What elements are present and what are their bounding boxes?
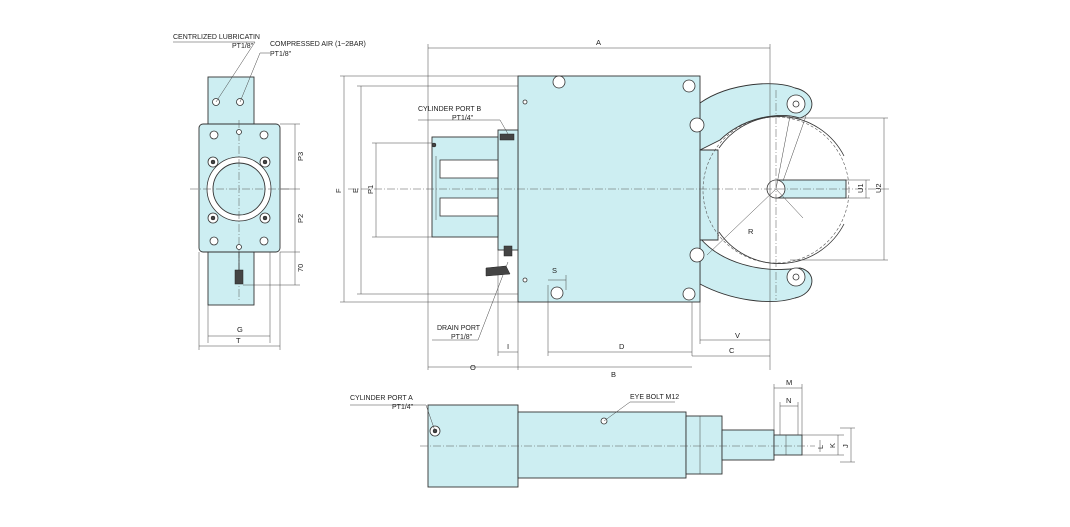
side-view <box>173 41 300 350</box>
upper-jaw <box>699 83 813 151</box>
dim-P3: P3 <box>296 152 305 161</box>
label-port-a-thread: PT1/4" <box>392 404 414 411</box>
dimension-labels: A B C D V O I S R G T M N F E P1 P3 P2 7… <box>236 38 883 449</box>
dim-A: A <box>596 38 601 47</box>
label-lubrication-thread: PT1/8" <box>232 43 254 50</box>
label-lubrication-title: CENTRLIZED LUBRICATIN <box>173 34 260 41</box>
annotation-labels: CENTRLIZED LUBRICATIN PT1/8" COMPRESSED … <box>173 34 679 411</box>
dim-G: G <box>237 325 243 334</box>
dim-J: J <box>841 444 850 448</box>
dim-T: T <box>236 336 241 345</box>
dim-P1: P1 <box>366 185 375 194</box>
dim-S: S <box>552 266 557 275</box>
label-drain-thread: PT1/8" <box>451 334 473 341</box>
bottom-view <box>350 384 855 488</box>
dim-D: D <box>619 342 625 351</box>
dim-U1: U1 <box>856 183 865 193</box>
label-port-b-thread: PT1/4" <box>452 115 474 122</box>
dim-O: O <box>470 363 476 372</box>
dim-F: F <box>334 188 343 193</box>
dim-70: 70 <box>296 264 305 272</box>
cylinder-flange <box>497 129 519 251</box>
dim-K: K <box>828 443 837 448</box>
front-view <box>340 44 890 370</box>
label-eye-bolt: EYE BOLT M12 <box>630 394 679 401</box>
label-port-a-title: CYLINDER PORT A <box>350 395 413 402</box>
dim-V: V <box>735 331 740 340</box>
label-drain-title: DRAIN PORT <box>437 325 481 332</box>
label-air-title: COMPRESSED AIR (1~2BAR) <box>270 41 366 48</box>
drain-fitting <box>234 269 244 285</box>
dim-M: M <box>786 378 792 387</box>
dim-I: I <box>507 342 509 351</box>
lower-jaw <box>699 236 813 302</box>
label-air-thread: PT1/8" <box>270 51 292 58</box>
dim-R: R <box>748 227 754 236</box>
label-port-b-title: CYLINDER PORT B <box>418 106 481 113</box>
cylinder-barrel <box>431 136 499 238</box>
dim-B: B <box>611 370 616 379</box>
cylinder-port-b-fitting <box>499 133 515 141</box>
dim-E: E <box>351 188 360 193</box>
dim-L: L <box>816 445 825 449</box>
drain-fitting-front <box>503 245 513 257</box>
clamp-radius-circle <box>702 116 850 264</box>
dim-P2: P2 <box>296 214 305 223</box>
dim-U2: U2 <box>874 183 883 193</box>
dim-N: N <box>786 396 791 405</box>
dim-C: C <box>729 346 735 355</box>
